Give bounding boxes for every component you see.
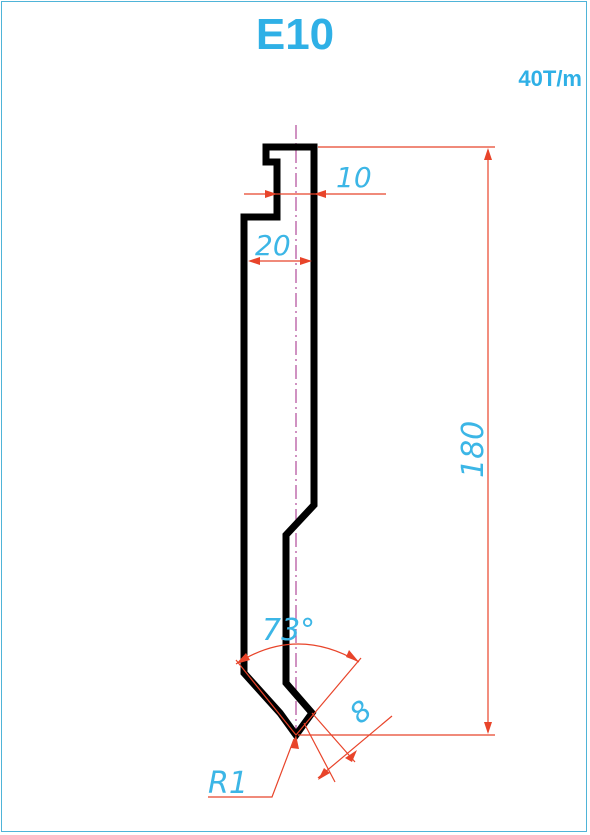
arrow-top-width-left [265,190,277,198]
arrow-top-width-right [314,190,326,198]
tool-title: E10 [255,10,335,59]
arrow-height-bottom [484,722,492,734]
radius-leader [208,738,295,798]
top-width-label: 10 [336,161,372,194]
angle-leg-left [235,659,297,736]
body-width-label: 20 [255,229,291,262]
arrow-height-top [484,148,492,160]
angle-label: 73° [262,613,315,648]
arrow-angle-left [236,653,250,664]
arrow-body-width-left [248,257,260,265]
height-label: 180 [456,421,491,478]
tool-capacity: 40T/m [518,66,582,91]
arrow-radius [291,735,299,749]
angle-arc [235,643,360,665]
tool-profile [240,143,318,741]
arrow-tip-2 [345,750,357,762]
angle-leg-right [295,657,362,736]
tip-extension-2 [311,712,356,763]
tip-extension-1 [303,722,336,783]
arrow-tip-1 [318,768,330,780]
radius-label: R1 [208,766,248,801]
tip-length-label: 8 [343,694,378,731]
arrow-angle-right [346,650,359,662]
tip-dimension-line [317,715,393,779]
arrow-body-width-right [300,257,312,265]
